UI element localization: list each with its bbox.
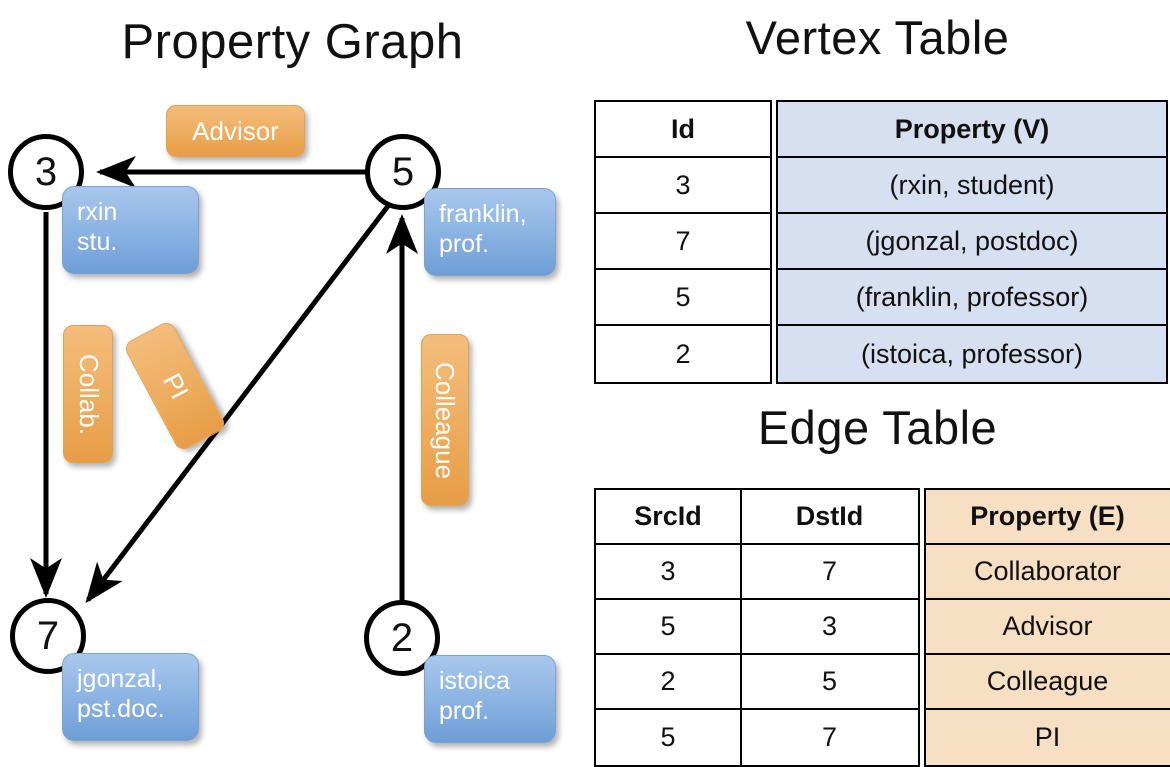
table-row: 3 — [742, 600, 918, 655]
node-property-istoica[interactable]: istoica prof. — [424, 655, 556, 743]
table-row: 2 — [596, 655, 740, 710]
vertex-table: Id 3 7 5 2 Property (V) (rxin, student) … — [594, 100, 1168, 384]
page-title-vertex-table: Vertex Table — [585, 10, 1170, 66]
edge-table-header-srcid: SrcId — [596, 490, 740, 545]
edge-table-header-dstid: DstId — [742, 490, 918, 545]
vertex-table-property-column: Property (V) (rxin, student) (jgonzal, p… — [776, 100, 1168, 384]
table-row: 3 — [596, 545, 740, 600]
table-row: 5 — [596, 270, 770, 326]
edge-table-dstid-column: DstId 7 3 5 7 — [740, 488, 920, 767]
edge-label-text: Collab. — [73, 354, 104, 435]
property-graph-diagram: 3 5 7 2 rxin stu. franklin, prof. jgonza… — [0, 0, 585, 760]
table-row: 7 — [596, 214, 770, 270]
node-property-line: jgonzal, — [77, 664, 198, 694]
edge-table: SrcId 3 5 2 5 DstId 7 3 5 7 Property (E)… — [594, 488, 1170, 767]
table-row: 5 — [742, 655, 918, 710]
edge-table-header-property: Property (E) — [926, 490, 1170, 545]
table-row: (jgonzal, postdoc) — [778, 214, 1166, 270]
table-row: Advisor — [926, 600, 1170, 655]
vertex-table-header-property: Property (V) — [778, 102, 1166, 158]
table-row: 7 — [742, 710, 918, 765]
table-row: (franklin, professor) — [778, 270, 1166, 326]
node-property-line: prof. — [439, 696, 555, 726]
table-row: 5 — [596, 710, 740, 765]
node-property-line: pst.doc. — [77, 694, 198, 724]
node-property-line: prof. — [439, 229, 555, 259]
edge-label-text: PI — [156, 368, 195, 404]
table-row: Collaborator — [926, 545, 1170, 600]
table-row: (istoica, professor) — [778, 326, 1166, 382]
table-row: 3 — [596, 158, 770, 214]
edge-table-property-column: Property (E) Collaborator Advisor Collea… — [924, 488, 1170, 767]
edge-label-text: Colleague — [430, 361, 461, 478]
edge-table-srcid-column: SrcId 3 5 2 5 — [594, 488, 742, 767]
edge-label-colleague[interactable]: Colleague — [421, 334, 469, 506]
node-property-jgonzal[interactable]: jgonzal, pst.doc. — [62, 653, 199, 741]
table-row: 7 — [742, 545, 918, 600]
table-row: Colleague — [926, 655, 1170, 710]
table-row: PI — [926, 710, 1170, 765]
edge-label-text: Advisor — [192, 116, 279, 147]
vertex-table-id-column: Id 3 7 5 2 — [594, 100, 772, 384]
edge-label-advisor[interactable]: Advisor — [166, 105, 305, 157]
table-row: (rxin, student) — [778, 158, 1166, 214]
node-property-line: franklin, — [439, 199, 555, 229]
vertex-table-header-id: Id — [596, 102, 770, 158]
node-property-line: rxin — [77, 197, 198, 227]
page-title-edge-table: Edge Table — [585, 400, 1170, 456]
table-row: 2 — [596, 326, 770, 382]
edge-label-collab[interactable]: Collab. — [63, 325, 113, 463]
node-property-line: istoica — [439, 666, 555, 696]
node-property-franklin[interactable]: franklin, prof. — [424, 188, 556, 276]
table-row: 5 — [596, 600, 740, 655]
node-property-line: stu. — [77, 227, 198, 257]
node-property-rxin[interactable]: rxin stu. — [62, 186, 199, 274]
